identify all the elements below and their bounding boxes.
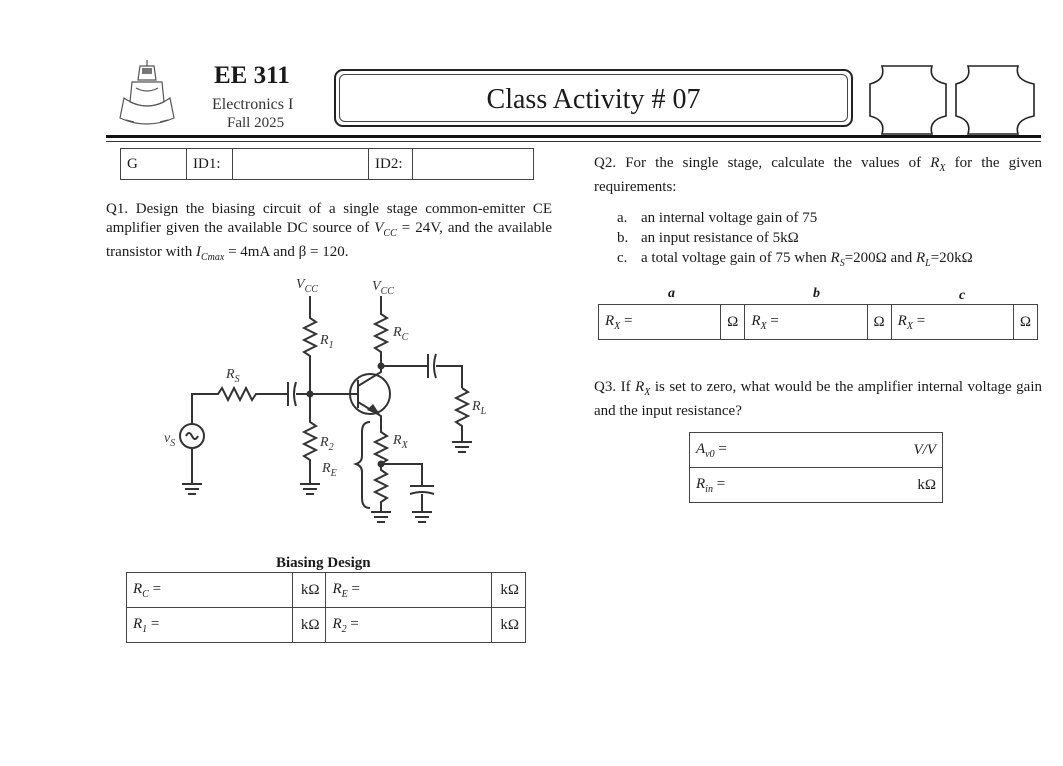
q2-header-a: a (668, 286, 675, 301)
rx-a-unit: Ω (720, 304, 746, 340)
id2-field[interactable] (413, 149, 533, 179)
av0-field[interactable]: Av0 = (689, 432, 830, 468)
label-vcc-1: VCC (296, 277, 318, 295)
ce-amplifier-schematic: VCC VCC R1 RC RS RL vS R2 RX RE (160, 272, 500, 542)
student-id-row: G ID1: ID2: (120, 148, 534, 180)
rx-b-field[interactable]: RX = (744, 304, 868, 340)
header-rule (106, 135, 1041, 138)
q2-header-c: c (959, 288, 966, 303)
r2-label: R2 = (325, 607, 493, 643)
table-row: Rin = kΩ (689, 467, 944, 503)
av0-unit: V/V (829, 432, 944, 468)
label-rl: RL (471, 399, 487, 417)
list-item: b.an input resistance of 5kΩ (617, 230, 799, 246)
rin-unit: kΩ (829, 467, 944, 503)
biasing-table: RC = kΩ RE = kΩ R1 = kΩ R2 = kΩ (126, 572, 526, 643)
course-code: EE 311 (214, 62, 290, 89)
page-title: Class Activity # 07 (486, 84, 701, 115)
q3-answer-table: Av0 = V/V Rin = kΩ (689, 432, 944, 503)
university-logo (112, 58, 182, 130)
id1-label: ID1: (187, 149, 233, 179)
label-r2: R2 (319, 435, 334, 453)
course-term: Fall 2025 (227, 115, 285, 131)
label-re: RE (321, 461, 337, 479)
q3-text: Q3. If RX is set to zero, what would be … (594, 379, 1042, 419)
table-row: RC = kΩ RE = kΩ (126, 572, 526, 608)
grade-boxes (866, 62, 1041, 138)
rin-field[interactable]: Rin = (689, 467, 830, 503)
list-item: c.a total voltage gain of 75 when RS=200… (617, 250, 973, 269)
title-frame (334, 69, 853, 127)
rc-unit[interactable]: kΩ (292, 572, 327, 608)
id2-label: ID2: (369, 149, 413, 179)
group-label: G (121, 149, 187, 179)
q2-answer-table: RX = Ω RX = Ω RX = Ω (597, 304, 1039, 340)
label-r1: R1 (319, 333, 334, 351)
label-vcc-2: VCC (372, 279, 394, 297)
q2-requirements: a.an internal voltage gain of 75 b.an in… (617, 208, 1037, 274)
label-vs: vS (164, 431, 175, 449)
r1-label: R1 = (126, 607, 293, 643)
rx-a-field[interactable]: RX = (597, 304, 722, 340)
table-row: R1 = kΩ R2 = kΩ (126, 607, 526, 643)
list-item: a.an internal voltage gain of 75 (617, 210, 818, 226)
q2-text: Q2. For the single stage, calculate the … (594, 155, 1042, 195)
rx-c-field[interactable]: RX = (890, 304, 1014, 340)
rc-label: RC = (126, 572, 293, 608)
biasing-title: Biasing Design (276, 555, 371, 571)
course-name: Electronics I (212, 96, 294, 113)
q1-text: Q1. Design the biasing circuit of a sing… (106, 201, 552, 263)
rx-b-unit: Ω (867, 304, 892, 340)
re-label: RE = (325, 572, 493, 608)
re-unit[interactable]: kΩ (491, 572, 526, 608)
header-rule-thin (106, 141, 1041, 142)
id1-field[interactable] (233, 149, 369, 179)
table-row: RX = Ω RX = Ω RX = Ω (597, 304, 1039, 340)
q2-header-b: b (813, 286, 820, 301)
r2-unit[interactable]: kΩ (491, 607, 526, 643)
rx-c-unit: Ω (1013, 304, 1039, 340)
label-rs: RS (225, 367, 240, 385)
table-row: Av0 = V/V (689, 432, 944, 468)
r1-unit[interactable]: kΩ (292, 607, 327, 643)
label-rx: RX (392, 433, 409, 451)
label-rc: RC (392, 325, 409, 343)
